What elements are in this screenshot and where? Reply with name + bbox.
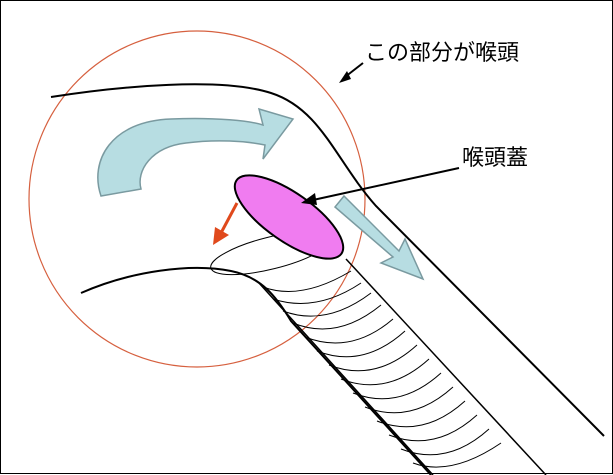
upper-airway-wall xyxy=(50,83,605,437)
tracheal-ring xyxy=(364,386,454,414)
tracheal-ring xyxy=(304,318,394,344)
trachea-wall-right xyxy=(345,258,547,475)
tracheal-ring xyxy=(412,442,502,468)
tracheal-ring xyxy=(272,282,362,304)
lower-airway-wall xyxy=(80,266,432,475)
tracheal-ring xyxy=(376,400,466,428)
epiglottis xyxy=(233,174,345,260)
tracheal-ring xyxy=(400,428,490,456)
tracheal-ring xyxy=(316,330,406,358)
larynx-region-circle xyxy=(28,30,366,368)
tracheal-ring xyxy=(340,358,430,386)
epiglottis-label: 喉頭蓋 xyxy=(462,146,529,171)
tracheal-ring xyxy=(388,414,478,442)
tracheal-ring xyxy=(292,304,382,330)
epiglottis-close-arrow xyxy=(213,202,239,245)
tracheal-rings xyxy=(210,230,502,468)
tracheal-ring xyxy=(262,270,352,292)
curved-flow-arrow xyxy=(97,107,295,197)
esophagus-flow-arrow xyxy=(333,194,425,281)
larynx-label: この部分が喉頭 xyxy=(365,41,520,66)
epiglottis-pointer-arrow xyxy=(301,167,460,205)
trachea-wall-left xyxy=(258,282,434,475)
tracheal-ring xyxy=(282,292,372,317)
tracheal-ring xyxy=(328,344,418,372)
tracheal-ring xyxy=(352,372,442,400)
larynx-pointer-arrow xyxy=(339,62,364,83)
